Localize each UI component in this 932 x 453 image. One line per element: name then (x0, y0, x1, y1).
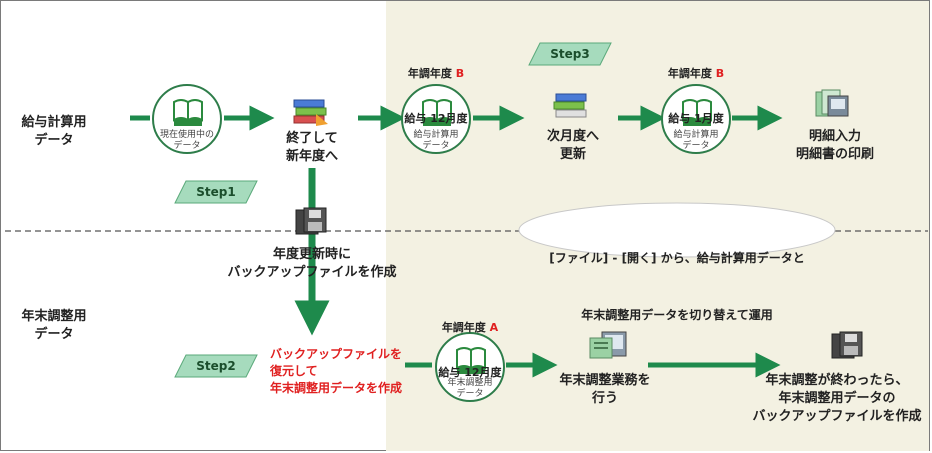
header-a12-month: 給与 12月度 (438, 366, 502, 379)
floppy-disk-icon (295, 207, 327, 235)
label-next-month: 次月度へ 更新 (546, 129, 599, 162)
callout-ellipse (518, 202, 836, 258)
books-stack-icon (553, 93, 587, 118)
step1-label: Step1 (196, 185, 236, 199)
step2-label: Step2 (196, 359, 236, 373)
book-icon (173, 99, 203, 126)
header-a12: 年調年度 A 給与 12月度 (430, 290, 510, 395)
label-do-yearend: 年末調整業務を 行う (559, 373, 651, 406)
callout-line1: [ファイル] - [開く] から、給与計算用データと (549, 251, 805, 265)
row-label-yearend: 年末調整用 データ (21, 309, 87, 342)
books-stack-icon (293, 99, 328, 126)
header-a12-letter: A (489, 321, 499, 334)
circle-current-caption: 現在使用中の データ (159, 130, 214, 151)
header-b1-year: 年調年度 (667, 67, 716, 80)
circle-yearend-a: 年末調整用 データ (435, 332, 505, 402)
circle-yearend-a-caption: 年末調整用 データ (447, 378, 493, 399)
label-restore-backup: バックアップファイルを 復元して 年末調整用データを作成 (270, 347, 403, 395)
header-b1: 年調年度 B 給与 1月度 (656, 36, 736, 141)
header-b12: 年調年度 B 給与 12月度 (396, 36, 476, 141)
header-b12-year: 年調年度 (407, 67, 456, 80)
circle-payroll-b1: 給与計算用 データ (661, 84, 731, 154)
printer-docs-icon (815, 89, 849, 117)
floppy-disk-icon (831, 331, 863, 359)
header-a12-year: 年調年度 (441, 321, 490, 334)
label-payslip: 明細入力 明細書の印刷 (795, 129, 874, 162)
step3-badge: Step3 (528, 42, 612, 66)
step1-badge: Step1 (174, 180, 258, 204)
label-backup-on-update: 年度更新時に バックアップファイルを作成 (227, 247, 397, 280)
header-b1-month: 給与 1月度 (668, 112, 724, 125)
header-b12-letter: B (455, 67, 465, 80)
callout-line2: 年末調整用データを切り替えて運用 (581, 308, 773, 322)
circle-current-data: 現在使用中の データ (152, 84, 222, 154)
monitor-docs-icon (589, 331, 627, 359)
label-after-yearend: 年末調整が終わったら、 年末調整用データの バックアップファイルを作成 (752, 373, 922, 424)
header-b12-month: 給与 12月度 (404, 112, 468, 125)
book-icon (456, 347, 486, 374)
label-finish-new-year: 終了して 新年度へ (285, 131, 338, 164)
row-label-payroll: 給与計算用 データ (21, 115, 87, 148)
book-icon (422, 99, 452, 126)
step2-badge: Step2 (174, 354, 258, 378)
step3-label: Step3 (550, 47, 590, 61)
book-icon (682, 99, 712, 126)
circle-payroll-b12-caption: 給与計算用 データ (413, 130, 459, 151)
circle-payroll-b12: 給与計算用 データ (401, 84, 471, 154)
callout-text: [ファイル] - [開く] から、給与計算用データと 年末調整用データを切り替え… (524, 211, 830, 344)
header-b1-letter: B (715, 67, 725, 80)
circle-payroll-b1-caption: 給与計算用 データ (673, 130, 719, 151)
